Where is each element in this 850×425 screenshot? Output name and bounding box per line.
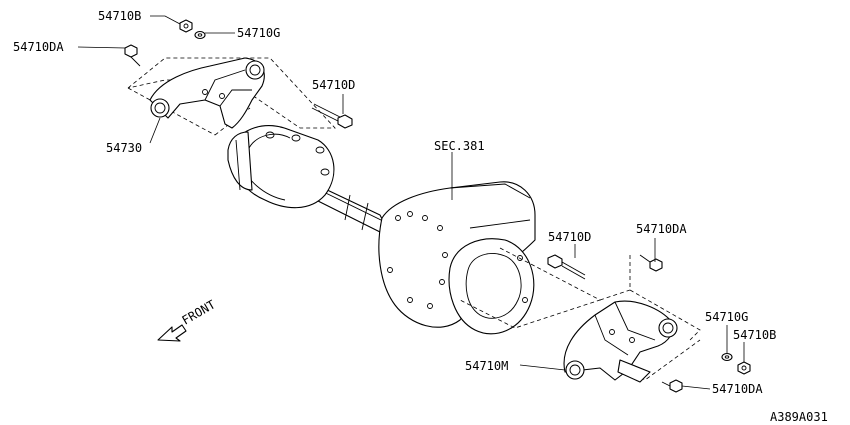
bolt-54710d-right <box>547 254 586 280</box>
washer-54710g-top <box>194 30 206 40</box>
label-54710g-top: 54710G <box>237 26 280 40</box>
label-54710b-top: 54710B <box>98 9 141 23</box>
front-arrow-icon <box>157 324 187 342</box>
right-mount-bracket <box>459 247 701 383</box>
bolt-54710da-top <box>124 44 141 67</box>
bolt-54710da-right <box>639 254 663 272</box>
label-54730: 54730 <box>106 141 142 155</box>
bolt-54710d-top <box>311 103 353 129</box>
drawing-id: A389A031 <box>770 410 828 424</box>
label-54710da-right: 54710DA <box>636 222 687 236</box>
label-54710m: 54710M <box>465 359 508 373</box>
left-mount-bracket <box>127 57 336 136</box>
differential-carrier <box>378 181 536 335</box>
axle-flange <box>227 125 335 209</box>
washer-54710g-right <box>721 352 733 362</box>
label-54710d-top: 54710D <box>312 78 355 92</box>
label-54710da-bottom: 54710DA <box>712 382 763 396</box>
label-54710b-right: 54710B <box>733 328 776 342</box>
front-label: FRONT <box>180 297 218 327</box>
nut-54710b-top <box>179 19 193 33</box>
label-54710da-top: 54710DA <box>13 40 64 54</box>
nut-54710b-right <box>737 361 751 375</box>
leader-lines <box>77 15 745 390</box>
bolt-54710da-bottom <box>661 379 683 393</box>
label-sec-381: SEC.381 <box>434 139 485 153</box>
label-54710g-right: 54710G <box>705 310 748 324</box>
label-54710d-right: 54710D <box>548 230 591 244</box>
